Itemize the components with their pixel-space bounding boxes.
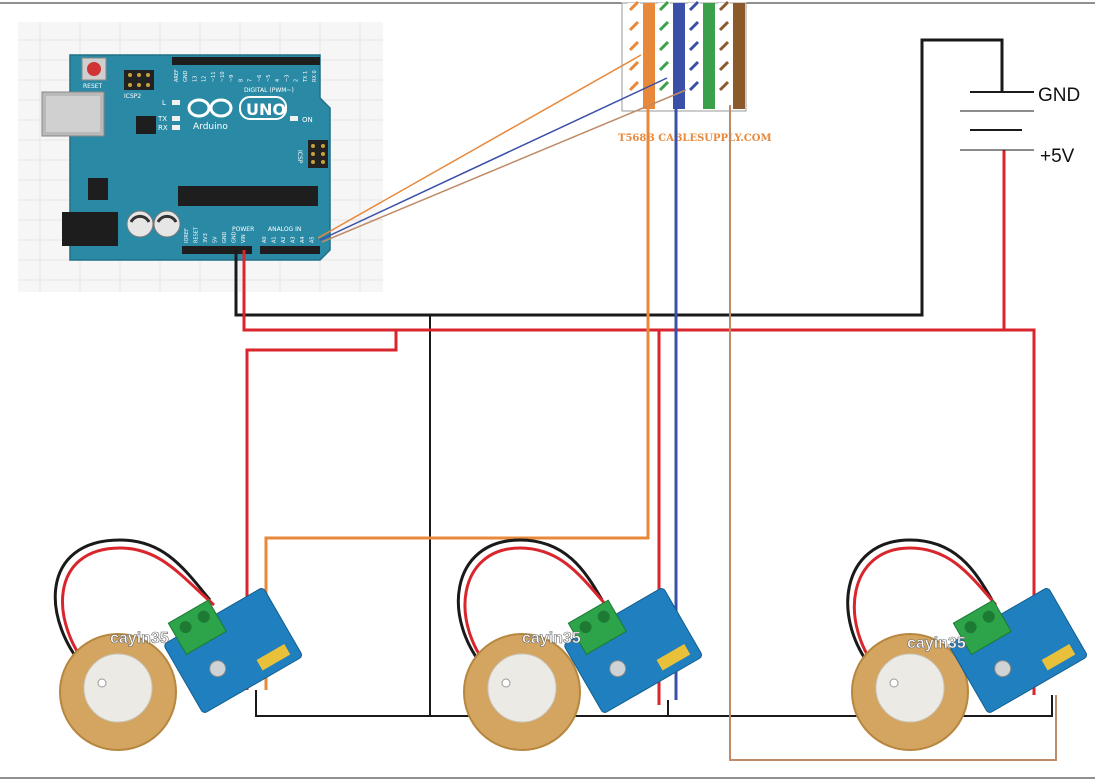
wire-5v-s3 <box>1004 328 1036 695</box>
pin-label: VIN <box>241 234 247 243</box>
digital-label: DIGITAL (PWM~) <box>244 87 294 94</box>
led-l-label: L <box>162 99 166 107</box>
connector-caption: T568B CABLESUPPLY.COM <box>618 133 772 144</box>
sensor-2-watermark: cayin35 <box>522 630 581 647</box>
pin-label: RESET <box>194 226 200 243</box>
piezo-sensor-1: cayin35 <box>53 538 302 751</box>
battery-vcc-label: +5V <box>1040 146 1075 167</box>
arduino-uno-board: RESET ICSP2 L TX RX ON Arduino UNO <box>18 22 383 292</box>
piezo-sensor-3: cayin35 <box>846 538 1087 751</box>
pin-label: IOREF <box>184 228 190 243</box>
pin-label: A1 <box>272 236 278 243</box>
pin-label: ~10 <box>220 71 226 82</box>
pin-label: 2 <box>294 79 300 82</box>
analog-label: ANALOG IN <box>268 226 301 233</box>
pin-label: 13 <box>192 76 198 82</box>
rj45-t568b-connector: T568B CABLESUPPLY.COM <box>618 0 772 144</box>
arduino-model: UNO <box>246 100 286 119</box>
rj45-wires <box>628 0 745 109</box>
battery-gnd-label: GND <box>1038 85 1080 106</box>
icsp2-label: ICSP2 <box>124 93 141 100</box>
dc-jack <box>62 212 118 246</box>
pin-label: GND <box>183 70 189 82</box>
pin-label: A5 <box>310 236 316 243</box>
pin-label: 8 <box>238 79 244 82</box>
arduino-logo-icon <box>187 98 233 118</box>
pin-label: TX 1 <box>303 71 309 83</box>
icsp2-header <box>124 70 154 90</box>
pin-label: 7 <box>248 79 254 82</box>
usb-chip <box>136 116 156 134</box>
pin-label: ~3 <box>284 75 290 82</box>
sensor-1-watermark: cayin35 <box>110 630 169 647</box>
wire-signal-brown <box>729 105 1057 761</box>
reset-label: RESET <box>83 83 103 90</box>
pin-label: ~11 <box>211 71 217 82</box>
pin-label: A4 <box>300 236 306 243</box>
sensor-3-watermark: cayin35 <box>907 635 966 652</box>
sensor-module-3 <box>949 588 1087 713</box>
led-tx-label: TX <box>157 115 167 123</box>
pin-label: GND <box>222 231 228 243</box>
digital-header <box>172 57 320 65</box>
pin-label: ~6 <box>257 75 263 82</box>
pin-label: AREF <box>174 69 180 82</box>
sensor-module-1 <box>164 588 302 713</box>
battery-symbol <box>960 91 1034 151</box>
pin-label: 5V <box>213 236 219 243</box>
pin-label: GND <box>232 231 238 243</box>
led-rx-label: RX <box>158 124 168 132</box>
analog-header <box>260 246 320 254</box>
sensor-module-2 <box>564 588 702 713</box>
pin-label: A0 <box>262 236 268 243</box>
atmega-chip <box>178 186 318 206</box>
pin-label: 12 <box>202 76 208 82</box>
wire-gnd-sensors <box>255 690 1053 717</box>
pin-label: A2 <box>281 236 287 243</box>
pin-label: A3 <box>291 236 297 243</box>
wire-gnd-main <box>234 38 1004 317</box>
on-label: ON <box>302 116 313 124</box>
wire-5v-s1 <box>245 330 398 690</box>
pin-label: ~9 <box>229 75 235 82</box>
power-header <box>182 246 252 254</box>
icsp-label: ICSP <box>296 150 303 164</box>
wire-5v-main <box>242 150 1006 332</box>
wire-signal-blue-thin <box>319 77 668 241</box>
arduino-logo-text: Arduino <box>193 122 228 132</box>
piezo-sensor-2: cayin35 <box>456 538 702 751</box>
pin-label: 3V3 <box>203 233 209 243</box>
wire-signal-brown-thin <box>321 89 687 243</box>
pin-label: 4 <box>275 79 281 82</box>
icsp-header <box>308 140 328 168</box>
power-label: POWER <box>232 226 254 233</box>
wires <box>234 38 1057 761</box>
pin-label: ~5 <box>266 75 272 82</box>
wire-signal-orange-thin <box>317 54 642 239</box>
regulator <box>88 178 108 200</box>
pin-label: RX 0 <box>312 70 318 82</box>
